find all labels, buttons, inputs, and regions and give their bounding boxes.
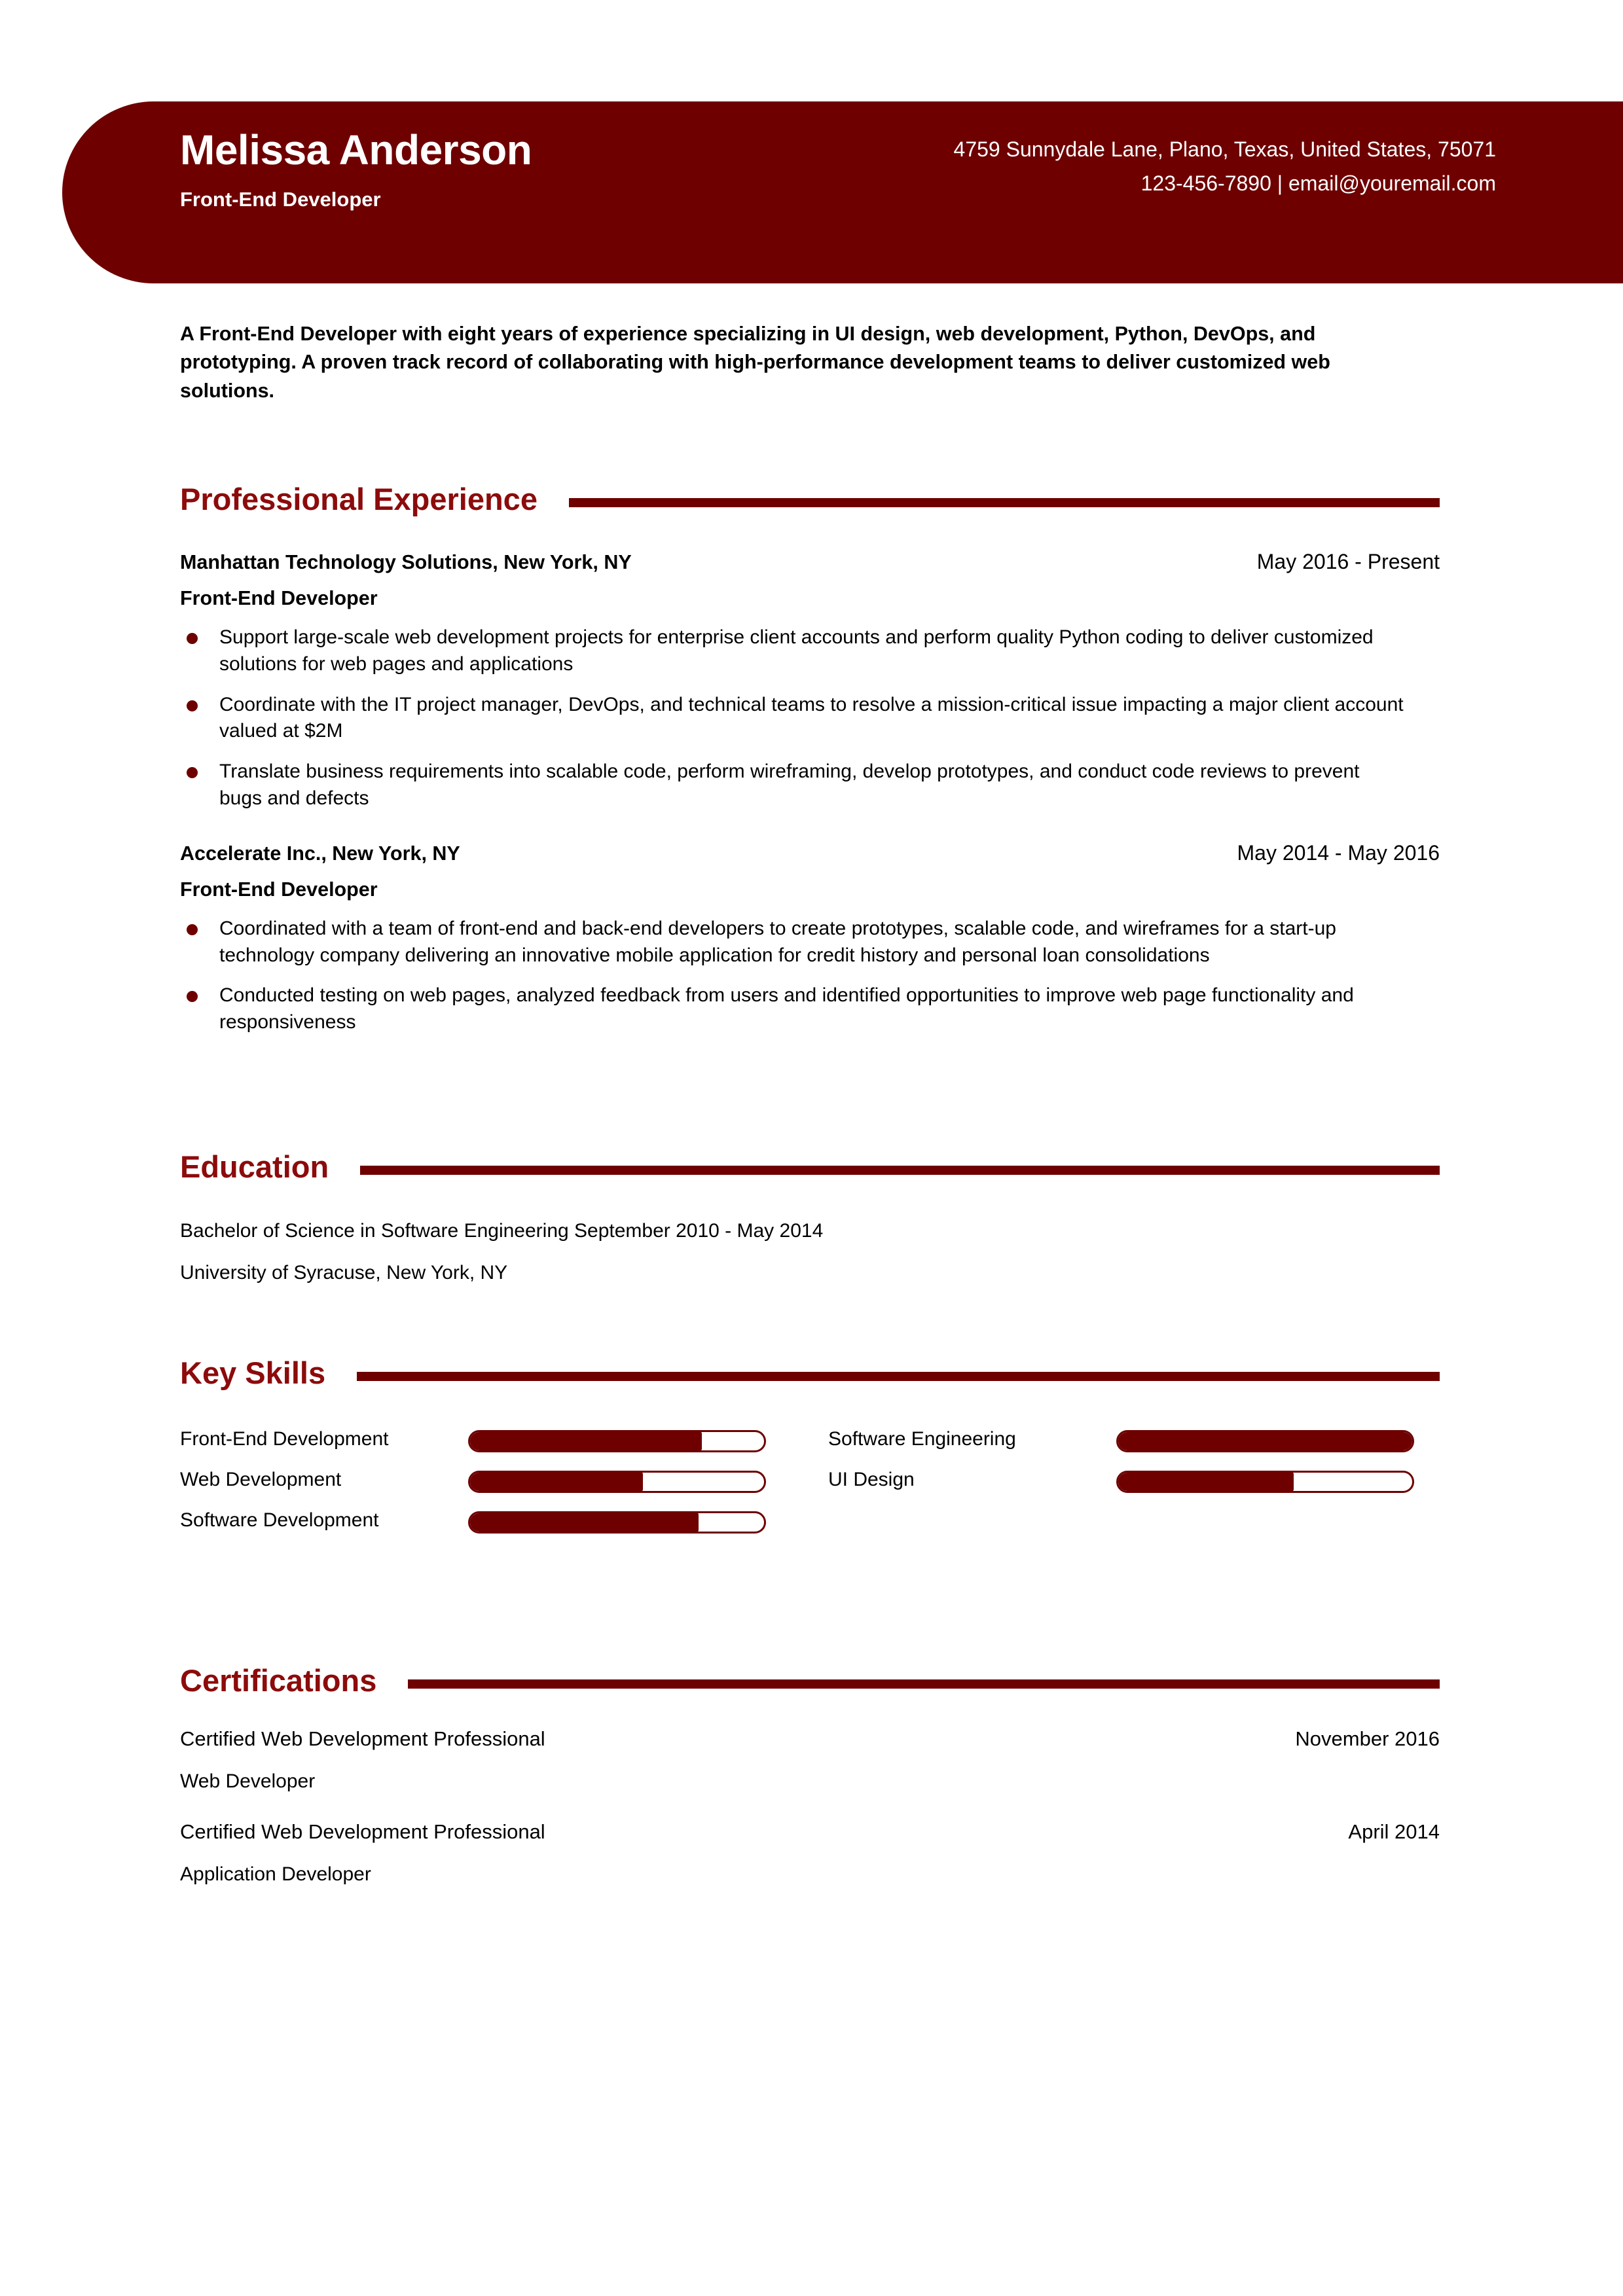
- section-header-skills: Key Skills: [180, 1352, 1440, 1393]
- skill-label: UI Design: [828, 1469, 915, 1490]
- job-entry: Manhattan Technology Solutions, New York…: [180, 550, 1440, 812]
- job-bullet-text: Support large-scale web development proj…: [219, 626, 1374, 675]
- certification-header-row: Certified Web Development Professional N…: [180, 1727, 1440, 1751]
- skill-label: Front-End Development: [180, 1428, 389, 1450]
- certification-date: November 2016: [1295, 1727, 1440, 1750]
- skill-level-fill: [470, 1432, 702, 1450]
- job-entry: Accelerate Inc., New York, NY May 2014 -…: [180, 841, 1440, 1036]
- header-job-title: Front-End Developer: [180, 188, 381, 211]
- education-degree: Bachelor of Science in Software Engineer…: [180, 1220, 824, 1242]
- section-professional-experience: Professional Experience Manhattan Techno…: [180, 478, 1440, 1050]
- skill-level-bar: [1116, 1430, 1414, 1452]
- certification-role: Application Developer: [180, 1863, 371, 1885]
- certification-name: Certified Web Development Professional: [180, 1727, 545, 1750]
- bullet-dot-icon: [187, 924, 198, 935]
- job-bullet-list: Coordinated with a team of front-end and…: [180, 916, 1440, 1036]
- job-dates: May 2016 - Present: [1256, 550, 1440, 573]
- skill-bar-cell: [468, 1422, 789, 1463]
- identity-block: Melissa Anderson Front-End Developer: [180, 129, 532, 211]
- skill-label: Software Engineering: [828, 1428, 1016, 1450]
- skills-grid: Front-End Development Software Engineeri…: [180, 1422, 1440, 1544]
- certification-header-row: Certified Web Development Professional A…: [180, 1820, 1440, 1844]
- job-bullet-text: Coordinate with the IT project manager, …: [219, 693, 1404, 742]
- skill-level-bar: [468, 1511, 766, 1534]
- section-rule-skills: [357, 1372, 1440, 1381]
- skill-level-bar: [468, 1471, 766, 1493]
- job-header-row: Manhattan Technology Solutions, New York…: [180, 550, 1440, 574]
- bullet-dot-icon: [187, 991, 198, 1003]
- professional-summary: A Front-End Developer with eight years o…: [180, 323, 1330, 402]
- section-title-certifications: Certifications: [180, 1662, 377, 1698]
- header-banner: Melissa Anderson Front-End Developer 475…: [62, 101, 1623, 283]
- section-title-experience: Professional Experience: [180, 481, 538, 516]
- bullet-dot-icon: [187, 700, 198, 711]
- job-company: Manhattan Technology Solutions, New York…: [180, 551, 632, 573]
- job-title: Front-End Developer: [180, 587, 378, 609]
- job-bullet: Translate business requirements into sca…: [180, 759, 1404, 812]
- skill-label: Web Development: [180, 1469, 342, 1490]
- skill-level-bar: [1116, 1471, 1414, 1493]
- job-company: Accelerate Inc., New York, NY: [180, 842, 460, 865]
- skill-bar-cell: [468, 1503, 789, 1544]
- contact-block: 4759 Sunnydale Lane, Plano, Texas, Unite…: [954, 133, 1496, 201]
- job-bullet-text: Conducted testing on web pages, analyzed…: [219, 984, 1354, 1033]
- job-bullet-text: Translate business requirements into sca…: [219, 761, 1360, 809]
- contact-phone-email[interactable]: 123-456-7890 | email@youremail.com: [1140, 171, 1496, 195]
- skill-level-fill: [470, 1473, 643, 1491]
- job-header-row: Accelerate Inc., New York, NY May 2014 -…: [180, 841, 1440, 865]
- section-title-skills: Key Skills: [180, 1355, 326, 1390]
- bullet-dot-icon: [187, 633, 198, 644]
- job-title: Front-End Developer: [180, 878, 378, 901]
- job-bullet-list: Support large-scale web development proj…: [180, 624, 1440, 812]
- skill-level-fill: [1118, 1432, 1412, 1450]
- job-bullet: Coordinated with a team of front-end and…: [180, 916, 1404, 969]
- certification-date: April 2014: [1348, 1820, 1440, 1843]
- certification-name: Certified Web Development Professional: [180, 1820, 545, 1843]
- section-header-experience: Professional Experience: [180, 478, 1440, 520]
- job-bullet: Coordinate with the IT project manager, …: [180, 692, 1404, 745]
- section-key-skills: Key Skills Front-End Development Softwar…: [180, 1352, 1440, 1544]
- skill-level-fill: [470, 1513, 699, 1532]
- certification-entry: Certified Web Development Professional N…: [180, 1727, 1440, 1793]
- skill-bar-cell: [468, 1463, 789, 1503]
- skill-level-fill: [1118, 1473, 1294, 1491]
- job-bullet: Support large-scale web development proj…: [180, 624, 1404, 678]
- certification-entry: Certified Web Development Professional A…: [180, 1820, 1440, 1886]
- skill-bar-cell: [1116, 1463, 1437, 1503]
- section-education: Education Bachelor of Science in Softwar…: [180, 1145, 1440, 1283]
- section-header-certifications: Certifications: [180, 1659, 1440, 1701]
- job-dates: May 2014 - May 2016: [1237, 840, 1440, 865]
- job-bullet: Conducted testing on web pages, analyzed…: [180, 982, 1404, 1036]
- section-rule-experience: [568, 498, 1440, 507]
- section-rule-education: [360, 1166, 1440, 1175]
- contact-address: 4759 Sunnydale Lane, Plano, Texas, Unite…: [953, 137, 1496, 161]
- skill-label: Software Development: [180, 1509, 379, 1531]
- bullet-dot-icon: [187, 767, 198, 779]
- section-title-education: Education: [180, 1149, 329, 1184]
- skill-bar-cell: [1116, 1422, 1437, 1463]
- section-certifications: Certifications Certified Web Development…: [180, 1659, 1440, 1886]
- education-school: University of Syracuse, New York, NY: [180, 1262, 508, 1283]
- certification-role: Web Developer: [180, 1770, 316, 1792]
- job-bullet-text: Coordinated with a team of front-end and…: [219, 917, 1336, 966]
- full-name: Melissa Anderson: [180, 126, 532, 173]
- header-inner: Melissa Anderson Front-End Developer 475…: [62, 101, 1623, 283]
- skill-level-bar: [468, 1430, 766, 1452]
- section-rule-certifications: [408, 1679, 1440, 1689]
- section-header-education: Education: [180, 1145, 1440, 1187]
